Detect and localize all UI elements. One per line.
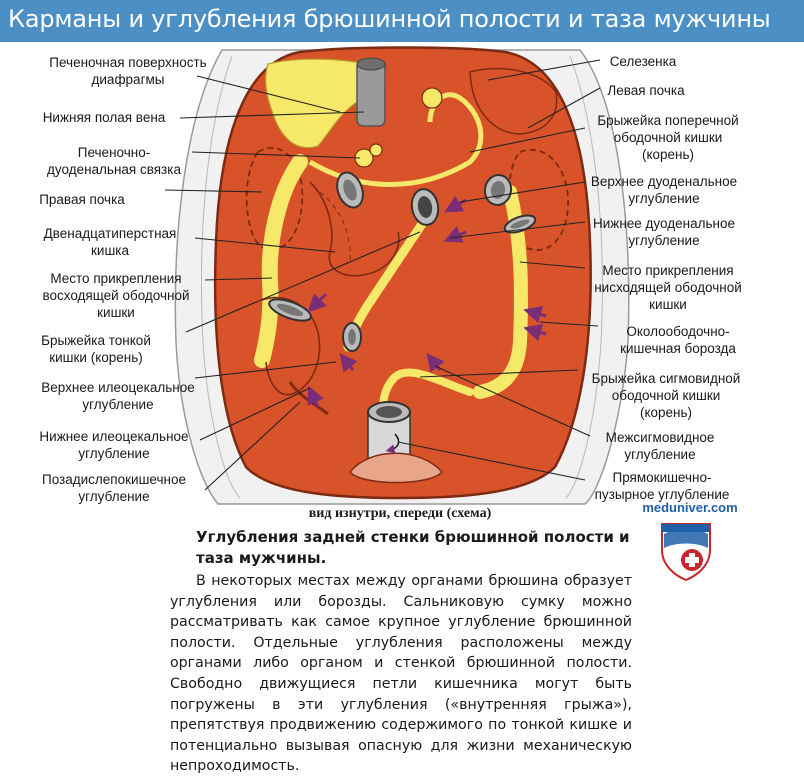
wall-inner-line [201, 55, 241, 499]
cut-ileum [268, 298, 312, 322]
labels-right: Селезенка Левая почка Брыжейка поперечно… [591, 54, 742, 502]
hepatoduodenal-vessel [369, 143, 383, 157]
bladder [349, 452, 443, 484]
diagram-subtitle: вид изнутри, спереди (схема) [309, 506, 492, 521]
section-heading: Углубления задней стенки брюшинной полос… [196, 528, 630, 567]
body-paragraph: В некоторых местах между органами брюшин… [170, 573, 632, 775]
label-rectovesical: Прямокишечно-пузырное углубление [595, 470, 730, 502]
cecum-outline [261, 296, 321, 396]
label-hepatoduodenal: Печеночно-дуоденальная связка [47, 145, 181, 177]
page-title: Карманы и углубления брюшинной полости и… [8, 5, 771, 33]
label-spleen: Селезенка [610, 54, 677, 69]
label-ivc: Нижняя полая вена [43, 110, 166, 125]
spleen-outline [469, 67, 558, 135]
recess-arrow [523, 305, 547, 324]
label-paracolic: Околоободочно-кишечная борозда [620, 324, 736, 356]
wall-inner-line [565, 55, 603, 499]
cut-left-flexure [503, 214, 537, 234]
shield-logo-icon [661, 523, 711, 582]
recess-arrow [307, 385, 324, 408]
label-right-kidney: Правая почка [39, 192, 125, 207]
ivc-opening [356, 57, 386, 71]
recess-arrow [307, 292, 328, 313]
rectovesical-arrow [385, 433, 400, 454]
title-bar: Карманы и углубления брюшинной полости и… [0, 0, 804, 42]
cut-duodenojejunal [410, 188, 440, 226]
duodenum-outline [319, 191, 351, 263]
ascending-colon-attachment [254, 154, 308, 368]
label-left-kidney: Левая почка [607, 83, 685, 98]
transverse-mesocolon-root [308, 92, 484, 187]
duodenum-outline [309, 181, 400, 277]
liver-attachment [264, 58, 387, 149]
right-kidney-outline [245, 147, 304, 251]
recess-arrow [426, 352, 445, 373]
site-watermark: meduniver.com [642, 500, 737, 515]
esophagus-opening [421, 87, 443, 109]
recess-arrow [523, 323, 547, 342]
cut-small-intestine [342, 322, 362, 352]
cut-rectum [367, 401, 411, 459]
cut-colon-right [336, 171, 364, 209]
recess-arrow [339, 352, 358, 373]
leader-lines [164, 59, 601, 491]
